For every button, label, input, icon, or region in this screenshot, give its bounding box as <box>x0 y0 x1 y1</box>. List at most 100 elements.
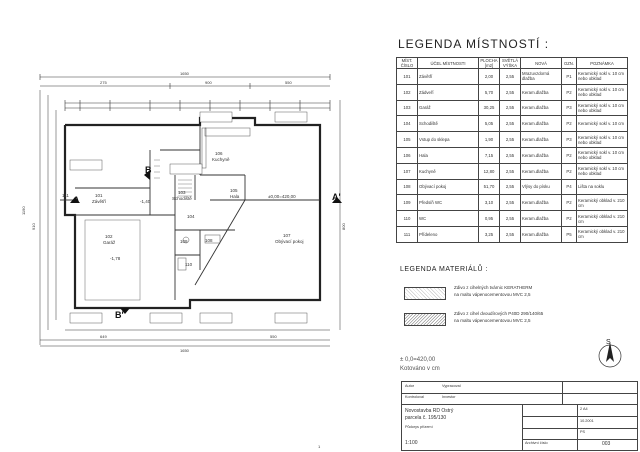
room-cell-h: 2,55 <box>499 146 521 164</box>
room-cell-name: Přídeleno <box>417 225 479 243</box>
units-note: Kotováno v cm <box>400 366 440 372</box>
room-cell-h: 2,55 <box>499 99 521 117</box>
room-cell-note: Keramický obklad v. 210 cm <box>576 225 628 243</box>
room-legend-title: LEGENDA MÍSTNOSTÍ : <box>398 37 550 51</box>
room-109-num: 109 <box>180 239 188 244</box>
tb-place: parcela č. 195/130 <box>405 415 447 421</box>
room-cell-floor: Keram.dlažba <box>520 131 562 148</box>
dim-bottom-total: 1650 <box>180 348 190 353</box>
tb-role-drawn: Vypracoval <box>442 384 461 388</box>
room-cell-note: Keramický sokl v. 10 cm nebo obklad <box>576 99 628 117</box>
room-cell-num: 110 <box>396 210 418 227</box>
room-cell-area: 5,05 <box>478 115 500 133</box>
level-note: ± 0,0=420,00 <box>400 357 436 363</box>
room-cell-area: 1,90 <box>478 131 500 148</box>
room-cell-mark: P1 <box>561 68 577 85</box>
room-cell-floor: Keram.dlažba <box>520 83 562 101</box>
room-cell-floor: Keram.dlažba <box>520 115 562 133</box>
tb-archive: Archivní číslo <box>525 441 548 445</box>
materials-title: LEGENDA MATERIÁLŮ : <box>400 266 488 273</box>
room-cell-mark: P3 <box>561 99 577 117</box>
page-number: 1 <box>318 444 321 449</box>
room-106-num: 106 <box>215 151 223 156</box>
col-num: MÍST. ČÍSLO <box>396 57 418 69</box>
col-floor-mark: OZN. <box>561 57 577 69</box>
room-105-name: Hala <box>230 194 240 199</box>
room-legend-table: MÍST. ČÍSLO ÚČEL MÍSTNOSTI PLOCHA [m2] S… <box>396 57 628 243</box>
room-cell-num: 109 <box>396 194 418 212</box>
room-cell-mark: P2 <box>561 146 577 164</box>
dim-right-a: 800 <box>341 223 346 230</box>
room-cell-floor: Keram.dlažba <box>520 146 562 164</box>
tb-stage: PS <box>580 430 586 434</box>
room-cell-floor: Vlýsy do písku <box>520 178 562 196</box>
room-cell-note: Keramický sokl v. 10 cm <box>576 115 628 133</box>
room-105-num: 105 <box>230 188 238 193</box>
level-entry: -1,40 <box>140 199 151 204</box>
room-cell-note: Lišta na soklu <box>576 178 628 196</box>
room-103-num: 103 <box>178 190 186 195</box>
room-cell-h: 2,55 <box>499 178 521 196</box>
room-cell-num: 105 <box>396 131 418 148</box>
room-cell-note: Keramický sokl v. 10 cm nebo obklad <box>576 162 628 180</box>
room-cell-area: 5,70 <box>478 83 500 101</box>
room-cell-name: Obývací pokoj <box>417 178 479 196</box>
room-cell-mark: P2 <box>561 194 577 212</box>
room-107-name: Obývací pokoj <box>275 239 304 244</box>
material-swatch <box>404 287 446 300</box>
room-cell-name: WC <box>417 210 479 227</box>
room-cell-area: 2,00 <box>478 68 500 85</box>
dim-bottom-b: 550 <box>270 334 277 339</box>
room-cell-mark: P2 <box>561 83 577 101</box>
room-cell-name: Vstup do sklepa <box>417 131 479 148</box>
title-block: Autor Vypracoval Kontroloval Investor No… <box>401 381 638 451</box>
room-cell-name: Předsíň WC <box>417 194 479 212</box>
room-cell-num: 108 <box>396 178 418 196</box>
room-104-num: 104 <box>187 214 195 219</box>
room-cell-area: 51,70 <box>478 178 500 196</box>
room-cell-h: 2,55 <box>499 131 521 148</box>
room-cell-area: 30,25 <box>478 99 500 117</box>
dim-top-b: 900 <box>205 80 212 85</box>
level-label: ±0,00=420,00 <box>268 194 296 199</box>
room-cell-note: Keramický sokl v. 10 cm nebo obklad <box>576 68 628 85</box>
room-cell-note: Keramický sokl v. 10 cm nebo obklad <box>576 146 628 164</box>
room-cell-note: Keramický sokl v. 10 cm nebo obklad <box>576 131 628 148</box>
material-swatch <box>404 313 446 326</box>
room-cell-h: 2,55 <box>499 210 521 227</box>
room-cell-num: 107 <box>396 162 418 180</box>
room-cell-floor: Keram.dlažba <box>520 225 562 243</box>
material-text-1: Zdivo z cihel dvoudírových P40D 290/140/… <box>454 311 544 316</box>
material-text-2: na maltu vápenocementovou MVC 2,5 <box>454 317 531 323</box>
room-cell-mark: P2 <box>561 210 577 227</box>
room-cell-num: 111 <box>396 225 418 243</box>
room-cell-note: Keramický obklad v. 210 cm <box>576 210 628 227</box>
room-cell-mark: P4 <box>561 178 577 196</box>
room-103-name: Schodiště <box>172 196 192 201</box>
room-106-name: Kuchyně <box>212 157 230 162</box>
room-cell-h: 2,55 <box>499 194 521 212</box>
section-a-left: A <box>73 195 80 205</box>
col-floor-new: NOVÁ <box>520 57 562 69</box>
material-text-1: Zdivo z cihelných tvárnic KERATHERM <box>454 285 533 290</box>
room-cell-area: 3,25 <box>478 225 500 243</box>
room-cell-h: 2,55 <box>499 68 521 85</box>
col-area: PLOCHA [m2] <box>478 57 500 69</box>
dim-top-a: 275 <box>100 80 107 85</box>
room-cell-note: Keramický sokl v. 10 cm nebo obklad <box>576 83 628 101</box>
room-cell-num: 106 <box>396 146 418 164</box>
room-cell-floor: Keram.dlažba <box>520 99 562 117</box>
col-note: POZNÁMKA <box>576 57 628 69</box>
room-cell-h: 2,55 <box>499 225 521 243</box>
room-cell-name: Zádveří <box>417 83 479 101</box>
dim-top-c: 550 <box>285 80 292 85</box>
north-arrow-icon: S <box>598 339 622 368</box>
room-110-num: 110 <box>185 262 193 267</box>
section-b-bottom: B' <box>115 310 124 320</box>
